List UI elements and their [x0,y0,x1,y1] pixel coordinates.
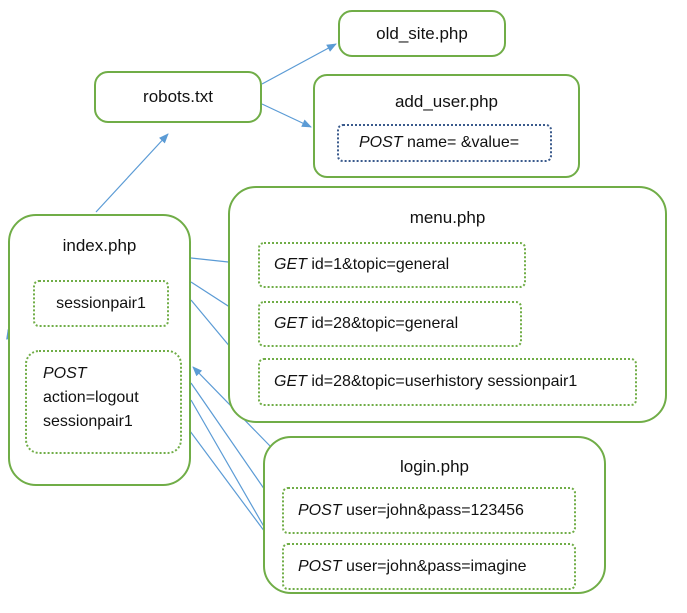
request-params: name= &value= [407,134,520,151]
post-session: sessionpair1 [43,413,133,430]
add-user-title: add_user.php [394,92,499,111]
menu-get-request-1: GET id=1&topic=general [258,242,526,288]
post-action: action=logout [43,389,139,406]
method-label: GET [274,373,307,390]
login-post-request-1: POST user=john&pass=123456 [282,487,576,534]
index-title: index.php [62,236,137,255]
request-params: user=john&pass=imagine [346,557,527,575]
method-label: GET [274,315,307,332]
session-label: sessionpair1 [56,294,146,312]
method-label: POST [43,365,87,382]
login-post-request-2: POST user=john&pass=imagine [282,543,576,590]
arrow-index-to-robots [95,133,169,213]
add-user-post-request: POST name= &value= [337,124,552,162]
index-session-pair: sessionpair1 [33,280,169,327]
login-title: login.php [399,457,469,476]
index-post-logout: POST action=logout sessionpair1 [25,350,182,454]
request-params: id=28&topic=general [311,315,459,332]
arrow-robots-to-add-user [261,103,312,128]
arrow-robots-to-old-site [261,43,337,85]
node-robots: robots.txt [94,71,262,123]
method-label: POST [298,501,342,519]
menu-get-request-3: GET id=28&topic=userhistory sessionpair1 [258,358,637,406]
method-label: POST [298,557,342,575]
menu-get-request-2: GET id=28&topic=general [258,301,522,347]
request-params: id=1&topic=general [311,256,450,273]
old-site-title: old_site.php [376,23,468,43]
menu-title: menu.php [409,208,486,227]
method-label: POST [359,134,403,151]
request-params: id=28&topic=userhistory sessionpair1 [311,373,578,390]
robots-title: robots.txt [143,87,213,106]
node-old-site: old_site.php [338,10,506,57]
request-params: user=john&pass=123456 [346,501,524,519]
method-label: GET [274,256,307,273]
